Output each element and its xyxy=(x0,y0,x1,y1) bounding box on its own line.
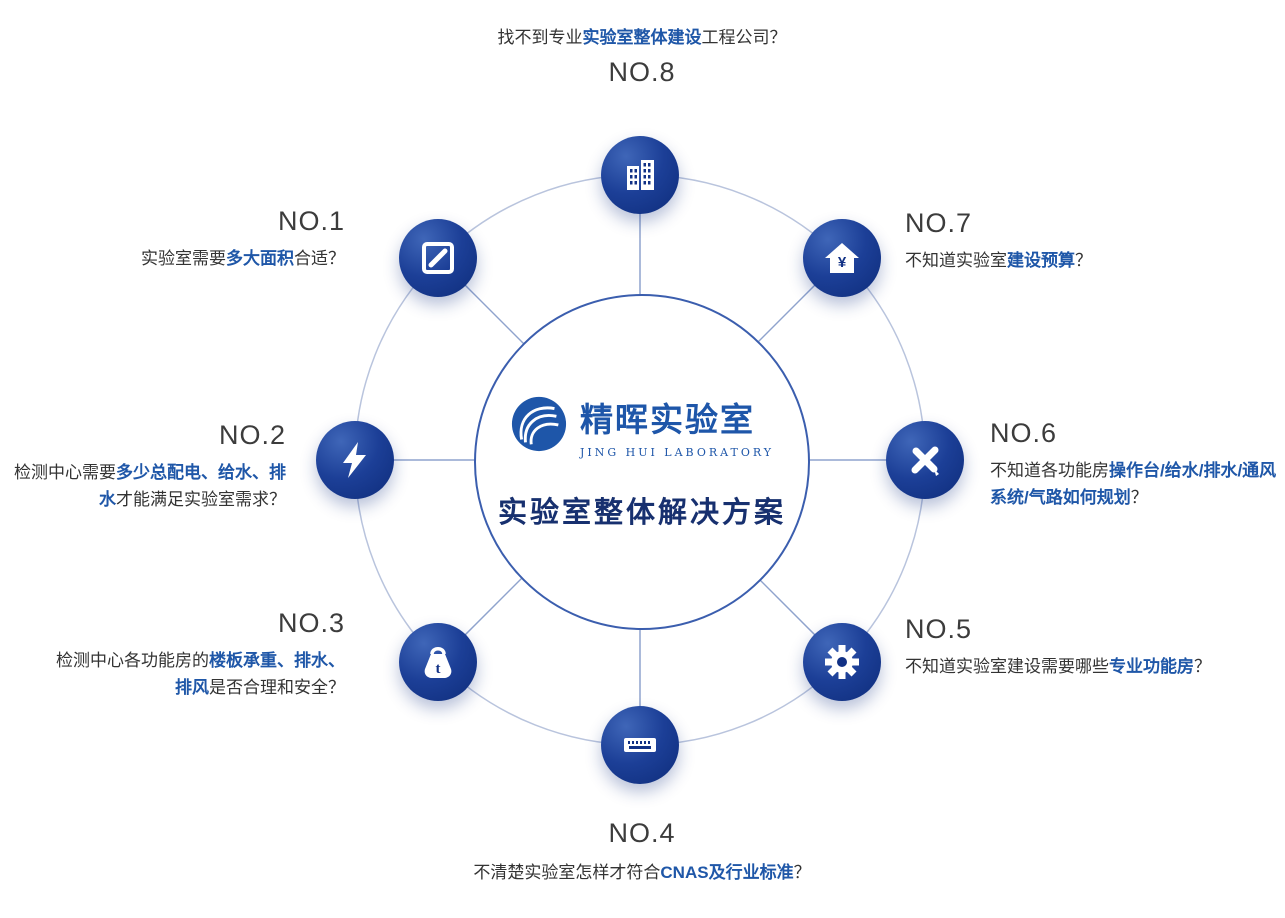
logo-english-name: JING HUI LABORATORY xyxy=(579,446,775,459)
weight-icon: t xyxy=(418,642,458,682)
problem-item-3: NO.3 检测中心各功能房的楼板承重、排水、排风是否合理和安全？ xyxy=(43,608,345,701)
problem-text: 不清楚实验室怎样才符合CNAS及行业标准？ xyxy=(473,863,811,882)
svg-text:¥: ¥ xyxy=(838,254,847,271)
area-measure-icon xyxy=(418,238,458,278)
problem-item-2: NO.2 检测中心需要多少总配电、给水、排水才能满足实验室需求？ xyxy=(6,420,286,513)
problem-item-4: NO.4 不清楚实验室怎样才符合CNAS及行业标准？ xyxy=(342,818,942,886)
problem-item-5: NO.5 不知道实验室建设需要哪些专业功能房？ xyxy=(905,614,1265,680)
logo-chinese-name: 精晖实验室 xyxy=(579,400,755,439)
problem-node-2 xyxy=(316,421,394,499)
problem-number: NO.7 xyxy=(905,208,973,238)
problem-text: 检测中心各功能房的楼板承重、排水、排风是否合理和安全？ xyxy=(56,651,345,698)
problem-node-6 xyxy=(886,421,964,499)
problem-item-6: NO.6 不知道各功能房操作台/给水/排水/通风系统/气路如何规划？ xyxy=(990,418,1282,511)
gear-icon xyxy=(822,642,862,682)
problem-node-1 xyxy=(399,219,477,297)
problem-number: NO.6 xyxy=(990,418,1058,448)
problem-text: 不知道各功能房操作台/给水/排水/通风系统/气路如何规划？ xyxy=(990,461,1277,508)
problem-number: NO.4 xyxy=(608,818,676,848)
problem-number: NO.3 xyxy=(277,608,345,638)
house-budget-icon: ¥ xyxy=(822,238,862,278)
lightning-icon xyxy=(335,440,375,480)
problem-node-7: ¥ xyxy=(803,219,881,297)
logo-swirl-icon xyxy=(510,395,568,458)
problem-number: NO.2 xyxy=(218,420,286,450)
problem-node-4 xyxy=(601,706,679,784)
problem-item-7: NO.7 不知道实验室建设预算？ xyxy=(905,208,1245,274)
problem-number: NO.5 xyxy=(905,614,973,644)
design-tools-icon xyxy=(905,440,945,480)
problem-item-8: 找不到专业实验室整体建设工程公司？ NO.8 xyxy=(342,24,942,88)
problem-item-1: NO.1 实验室需要多大面积合适？ xyxy=(75,206,345,272)
center-title: 实验室整体解决方案 xyxy=(497,497,786,529)
problem-text: 不知道实验室建设需要哪些专业功能房？ xyxy=(905,657,1211,676)
svg-text:t: t xyxy=(436,661,441,677)
building-icon xyxy=(620,155,660,195)
problem-node-8 xyxy=(601,136,679,214)
problem-text: 检测中心需要多少总配电、给水、排水才能满足实验室需求？ xyxy=(14,463,286,510)
problem-text: 找不到专业实验室整体建设工程公司？ xyxy=(497,28,787,47)
problem-number: NO.1 xyxy=(277,206,345,236)
problem-node-5 xyxy=(803,623,881,701)
problem-text: 实验室需要多大面积合适？ xyxy=(141,249,345,268)
ruler-icon xyxy=(620,725,660,765)
problem-text: 不知道实验室建设预算？ xyxy=(905,251,1092,270)
center-solution-circle: 精晖实验室 JING HUI LABORATORY 实验室整体解决方案 xyxy=(474,294,810,630)
logo: 精晖实验室 JING HUI LABORATORY xyxy=(510,393,774,459)
problem-number: NO.8 xyxy=(608,57,676,88)
problem-node-3: t xyxy=(399,623,477,701)
